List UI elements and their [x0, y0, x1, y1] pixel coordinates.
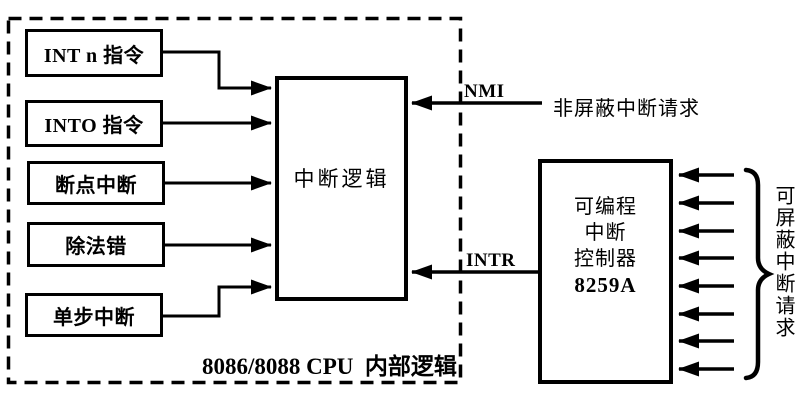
into-instruction-box: INTO 指令: [25, 100, 163, 147]
single-step-interrupt-box: 单步中断: [25, 293, 163, 337]
maskable-request-caption: 可屏蔽中断请求: [772, 185, 794, 339]
single-step-connector-line: [163, 279, 272, 318]
pic-label-line3: 控制器: [574, 248, 637, 270]
int-n-instruction-box: INT n 指令: [25, 29, 163, 77]
into-instruction-label: INTO 指令: [44, 115, 144, 137]
intr-signal-label: INTR: [466, 250, 516, 271]
single-step-interrupt-label: 单步中断: [53, 306, 135, 329]
pic-8259a-box: 可编程 中断 控制器 8259A: [538, 159, 673, 384]
cpu-dashed-border: [6, 16, 463, 385]
cpu-region-caption: 8086/8088 CPU 内部逻辑: [202, 354, 457, 379]
divide-error-label: 除法错: [65, 236, 127, 258]
source-connectors: [163, 50, 272, 318]
breakpoint-interrupt-box: 断点中断: [27, 161, 165, 205]
nmi-signal-label: NMI: [464, 81, 505, 102]
divide-error-box: 除法错: [27, 222, 165, 267]
interrupt-logic-box: 中断逻辑: [275, 76, 408, 301]
pic-label-line1: 可编程: [574, 196, 637, 218]
breakpoint-interrupt-label: 断点中断: [55, 174, 137, 197]
nmi-request-caption: 非屏蔽中断请求: [553, 98, 700, 120]
int-n-instruction-label: INT n 指令: [43, 44, 145, 67]
pic-label-part-number: 8259A: [574, 273, 637, 297]
grouping-brace: [743, 167, 775, 381]
pic-label-line2: 中断: [584, 222, 627, 244]
signal-lines: [411, 95, 542, 280]
interrupt-logic-label: 中断逻辑: [293, 167, 390, 191]
int-n-connector-line: [163, 50, 272, 96]
ir-request-arrows: [678, 167, 734, 377]
